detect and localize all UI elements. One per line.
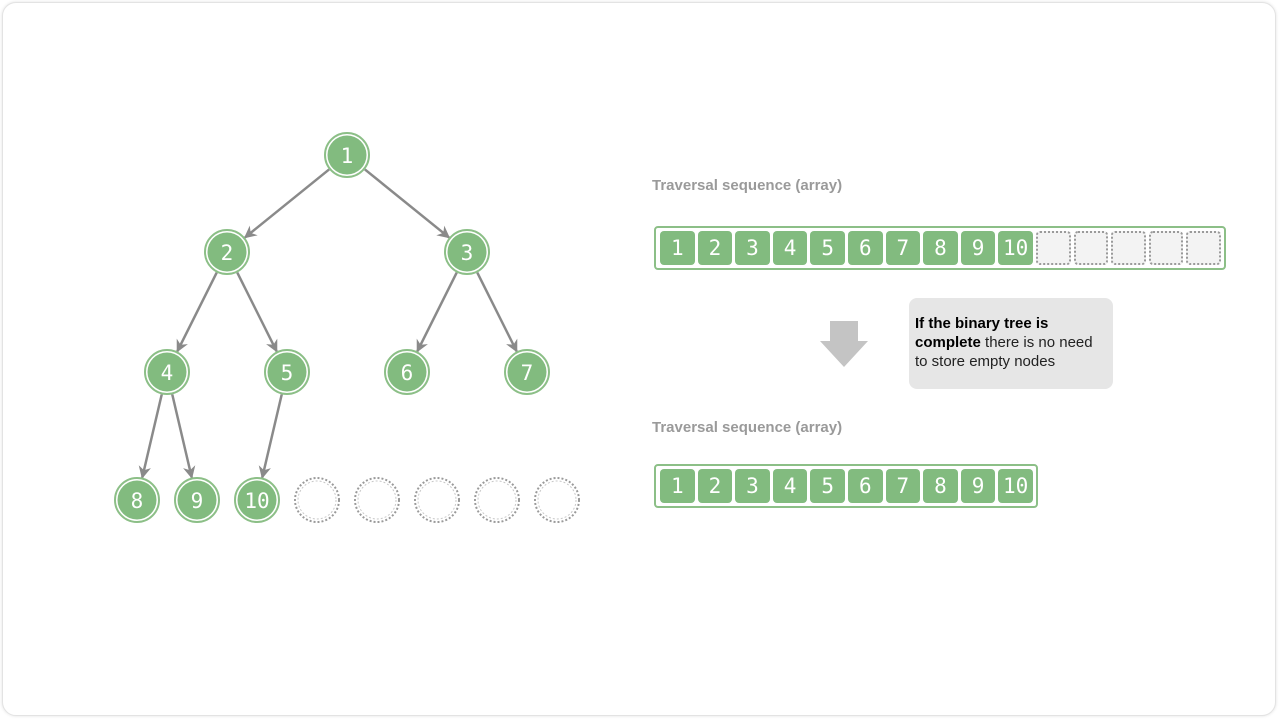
empty-tree-node (534, 477, 580, 523)
tree-edge-3-7 (476, 272, 518, 353)
tree-node-9: 9 (174, 477, 220, 523)
tree-edge-3-6 (416, 272, 458, 353)
tree-node-label: 10 (244, 489, 269, 513)
array-cell-3: 3 (735, 469, 770, 503)
tree-node-7: 7 (504, 349, 550, 395)
array-cell-1: 1 (660, 231, 695, 265)
empty-array-cell (1035, 231, 1071, 265)
top-sequence-title: Traversal sequence (array) (652, 177, 843, 194)
array-cell-4: 4 (772, 231, 808, 265)
tree-node-10: 10 (234, 477, 280, 523)
empty-array-cell (1073, 231, 1109, 265)
binary-tree: 1 2 3 4 5 6 7 8 9 10 (114, 132, 580, 523)
tree-edge-5-10 (258, 394, 283, 479)
note-rest-text: there is no need to store empty nodes (915, 334, 1093, 370)
tree-edge-2-5 (236, 272, 278, 353)
empty-array-cell (1186, 231, 1221, 265)
array-cell-3: 3 (735, 231, 770, 265)
tree-node-label: 4 (161, 361, 174, 385)
empty-tree-node (414, 477, 460, 523)
tree-edge-2-4 (176, 272, 218, 353)
array-cell-7: 7 (885, 469, 921, 503)
array-cell-4: 4 (772, 469, 808, 503)
array-cell-7: 7 (885, 231, 921, 265)
empty-tree-node (294, 477, 340, 523)
tree-node-label: 9 (191, 489, 204, 513)
bottom-sequence-title: Traversal sequence (array) (652, 419, 843, 436)
empty-array-cell (1111, 231, 1146, 265)
tree-node-6: 6 (384, 349, 430, 395)
array-cell-6: 6 (847, 469, 883, 503)
array-cell-5: 5 (810, 231, 845, 265)
tree-node-label: 6 (401, 361, 414, 385)
tree-node-label: 7 (521, 361, 534, 385)
tree-node-label: 1 (341, 144, 354, 168)
array-cell-9: 9 (960, 469, 996, 503)
array-cell-2: 2 (697, 469, 733, 503)
array-cell-8: 8 (923, 469, 958, 503)
empty-array-cell (1148, 231, 1184, 265)
tree-node-3: 3 (444, 229, 490, 275)
tree-node-8: 8 (114, 477, 160, 523)
array-cell-9: 9 (960, 231, 996, 265)
note-bold-text: If the binary tree is complete (915, 315, 1049, 351)
array-cell-5: 5 (810, 469, 845, 503)
tree-node-2: 2 (204, 229, 250, 275)
tree-node-4: 4 (144, 349, 190, 395)
empty-tree-node (354, 477, 400, 523)
tree-node-5: 5 (264, 349, 310, 395)
tree-edge-4-8 (138, 394, 163, 479)
array-cell-2: 2 (697, 231, 733, 265)
tree-node-label: 8 (131, 489, 144, 513)
tree-edge-4-9 (171, 394, 196, 479)
tree-node-label: 3 (461, 241, 474, 265)
tree-edge-1-2 (243, 168, 330, 239)
tree-node-label: 5 (281, 361, 294, 385)
array-cell-8: 8 (923, 231, 958, 265)
array-cell-1: 1 (660, 469, 695, 503)
tree-node-label: 2 (221, 241, 234, 265)
tree-edge-1-3 (364, 168, 451, 239)
array-cell-6: 6 (847, 231, 883, 265)
empty-tree-node (474, 477, 520, 523)
down-arrow-icon (820, 321, 868, 367)
note-box: If the binary tree is complete there is … (909, 298, 1113, 389)
tree-node-1: 1 (324, 132, 370, 178)
array-cell-10: 10 (998, 231, 1033, 265)
array-cell-10: 10 (998, 469, 1033, 503)
